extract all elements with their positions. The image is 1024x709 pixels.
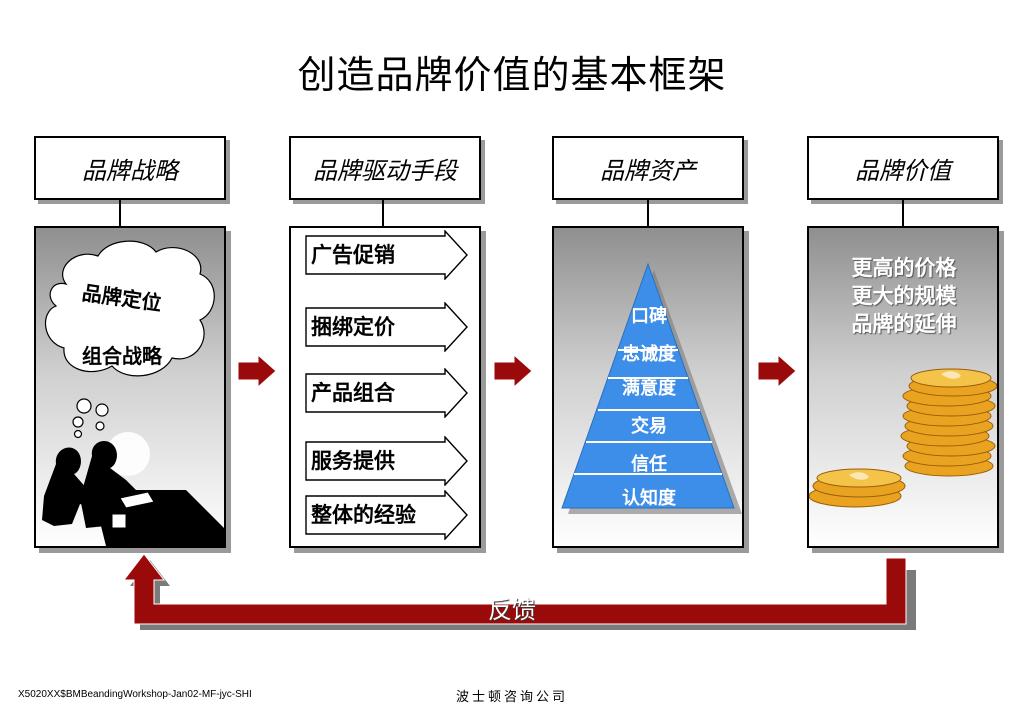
value-line-higher-price: 更高的价格	[851, 256, 957, 280]
flow-arrow-icon	[237, 354, 277, 388]
driver-step: 捆绑定价	[305, 302, 469, 352]
header-brand-assets: 品牌资产	[552, 136, 744, 200]
chevron-step-shape	[305, 368, 468, 418]
brand-equity-pyramid	[561, 262, 742, 514]
driver-step: 产品组合	[305, 368, 469, 418]
driver-label: 捆绑定价	[311, 315, 395, 339]
pyramid-level-trust: 信任	[631, 454, 667, 475]
pyramid-level-awareness: 认知度	[622, 488, 676, 509]
chevron-step-shape	[305, 302, 468, 352]
footer-file-id: X5020XX$BMBeandingWorkshop-Jan02-MF-jyc-…	[18, 689, 252, 700]
thought-bubble	[76, 398, 92, 414]
pyramid-level-loyalty: 忠诚度	[622, 344, 676, 365]
value-line-larger-scale: 更大的规模	[851, 284, 957, 308]
pyramid-level-word-of-mouth: 口碑	[631, 306, 667, 327]
driver-step: 服务提供	[305, 436, 469, 486]
driver-label: 广告促销	[311, 243, 395, 267]
cloud-line-portfolio: 组合战略	[82, 344, 162, 368]
connector-line	[382, 198, 384, 226]
chevron-step-shape	[305, 490, 468, 540]
chevron-step-shape	[305, 230, 468, 280]
panel-brand-drivers: 广告促销 捆绑定价 产品组合 服务提供 整体的经验	[289, 226, 481, 548]
page-title: 创造品牌价值的基本框架	[297, 53, 727, 97]
driver-label: 整体的经验	[311, 503, 416, 527]
thought-bubble	[73, 429, 83, 439]
chevron-step-shape	[305, 436, 468, 486]
panel-brand-value: 更高的价格 更大的规模 品牌的延伸	[807, 226, 999, 548]
panel-brand-strategy: 品牌定位 组合战略	[34, 226, 226, 548]
cup-shape	[111, 513, 127, 529]
footer-company: 波士顿咨询公司	[455, 690, 568, 705]
driver-label: 服务提供	[311, 449, 395, 473]
paper-shape	[119, 491, 155, 509]
pyramid-level-transaction: 交易	[631, 416, 667, 437]
person-silhouette	[80, 441, 136, 528]
connector-line	[902, 198, 904, 226]
header-brand-strategy: 品牌战略	[34, 136, 226, 200]
thought-bubble	[95, 403, 109, 417]
driver-label: 产品组合	[311, 381, 395, 405]
thought-cloud-shape	[44, 240, 215, 377]
header-brand-value: 品牌价值	[807, 136, 999, 200]
thought-bubble	[72, 416, 84, 428]
flow-arrow-icon	[493, 354, 533, 388]
thinking-people-illustration	[42, 240, 224, 546]
flow-arrow-icon	[757, 354, 797, 388]
panel-brand-assets: 口碑 忠诚度 满意度 交易 信任 认知度	[552, 226, 744, 548]
value-line-brand-extension: 品牌的延伸	[851, 312, 957, 336]
feedback-label: 反馈	[488, 596, 536, 624]
pyramid-level-satisfaction: 满意度	[622, 378, 676, 399]
connector-line	[119, 198, 121, 226]
lamp-glow	[106, 432, 150, 476]
feedback-loop-arrow	[122, 553, 916, 630]
coin-stack-icon	[809, 368, 997, 508]
header-brand-drivers: 品牌驱动手段	[289, 136, 481, 200]
driver-step: 整体的经验	[305, 490, 469, 540]
driver-step: 广告促销	[305, 230, 469, 280]
thought-bubble	[95, 421, 105, 431]
connector-line	[647, 198, 649, 226]
